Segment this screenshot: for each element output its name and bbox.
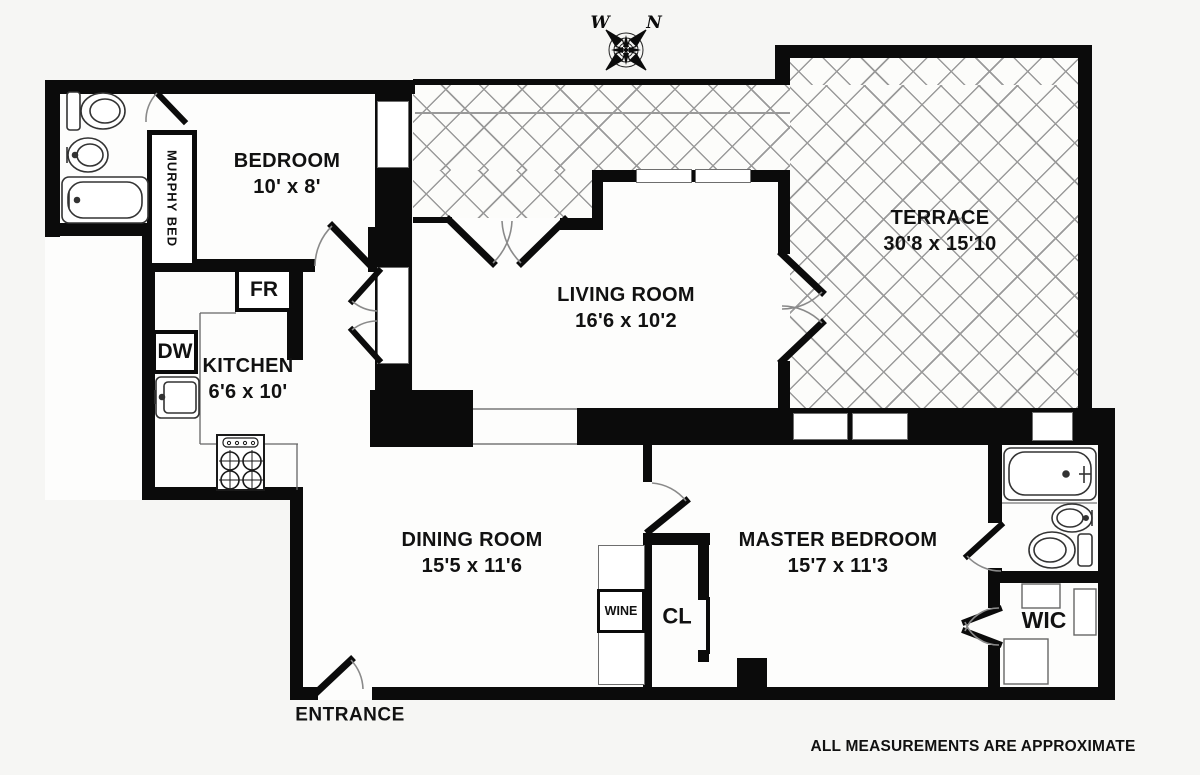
wall: [988, 583, 1000, 608]
wine-label: WINE: [604, 604, 638, 618]
wall: [698, 545, 709, 600]
wall: [988, 443, 1002, 523]
wall: [988, 645, 1000, 690]
toilet-icon: [66, 91, 126, 131]
room-name: TERRACE: [890, 207, 990, 229]
fridge-label: FR: [250, 278, 278, 301]
wall: [775, 45, 1092, 58]
room-dims: 16'6 x 10'2: [575, 310, 677, 332]
murphy-bed-cabinet: MURPHY BED: [147, 130, 197, 268]
wall: [577, 408, 790, 445]
room-label-bedroom: BEDROOM 10' x 8': [234, 148, 341, 200]
window: [695, 169, 751, 183]
entrance-label: ENTRANCE: [295, 704, 405, 726]
wall: [413, 79, 790, 85]
wic-label: WIC: [1021, 607, 1067, 634]
terrace-hatch: [413, 170, 592, 218]
room-dims: 6'6 x 10': [208, 381, 288, 403]
wall: [778, 361, 790, 408]
closet-label: CL: [662, 603, 692, 629]
wall: [988, 571, 1103, 583]
wall: [45, 80, 60, 237]
dishwasher-label: DW: [157, 340, 193, 363]
wall: [290, 687, 318, 700]
room-label-master-bedroom: MASTER BEDROOM 15'7 x 11'3: [739, 527, 938, 579]
window: [1032, 412, 1073, 441]
window: [636, 169, 692, 183]
wall: [775, 45, 790, 85]
room-dims: 15'5 x 11'6: [421, 555, 523, 577]
wine-cooler-box: WINE: [597, 589, 645, 633]
door-leaf: [152, 88, 1006, 696]
room-label-kitchen: KITCHEN 6'6 x 10': [203, 353, 294, 405]
room-dims: 10' x 8': [253, 176, 321, 198]
double-door-opening: [377, 267, 409, 364]
wall: [142, 223, 155, 500]
room-label-living-room: LIVING ROOM 16'6 x 10'2: [557, 282, 695, 334]
room-dims: 15'7 x 11'3: [787, 555, 889, 577]
fridge-box: FR: [235, 268, 293, 312]
room-name: DINING ROOM: [401, 529, 543, 551]
wall: [45, 223, 150, 236]
wall: [413, 217, 452, 223]
window: [852, 413, 908, 440]
closet-sliding-door: [706, 597, 710, 654]
wall: [592, 170, 603, 230]
terrace-hatch: [790, 85, 1078, 430]
room-name: KITCHEN: [202, 355, 294, 377]
terrace-edge-line: [415, 112, 790, 114]
closet-shelf: [1003, 583, 1097, 685]
window: [793, 413, 848, 440]
wall: [290, 487, 303, 700]
stove-icon: [216, 434, 265, 491]
toilet-icon: [1028, 531, 1093, 569]
room-name: MASTER BEDROOM: [738, 529, 938, 551]
terrace-hatch: [413, 85, 790, 170]
opening-line: [473, 408, 577, 410]
wall: [698, 650, 709, 662]
terrace-hatch: [775, 58, 1078, 85]
wall: [370, 390, 473, 447]
room-name: LIVING ROOM: [557, 284, 695, 306]
wall: [1078, 45, 1092, 430]
compass-north-label: N: [645, 13, 663, 33]
room-label-terrace: TERRACE 30'8 x 15'10: [883, 205, 996, 257]
murphy-bed-label: MURPHY BED: [164, 150, 180, 248]
bathtub-icon: [61, 176, 149, 224]
opening-line: [473, 443, 577, 445]
wall: [560, 218, 603, 230]
door-swing-arc: [145, 92, 1002, 690]
wall: [1098, 408, 1115, 700]
sink-icon: [66, 137, 109, 173]
room-name: BEDROOM: [233, 150, 341, 172]
compass-rose: W N: [590, 13, 663, 71]
wall: [45, 80, 415, 94]
wall: [737, 658, 767, 687]
wall: [778, 170, 790, 254]
sink-icon: [1051, 503, 1093, 533]
room-label-dining-room: DINING ROOM 15'5 x 11'6: [401, 527, 542, 579]
wall: [643, 445, 652, 482]
kitchen-sink-icon: [154, 376, 200, 419]
bathtub-icon: [1003, 447, 1097, 501]
window: [377, 101, 409, 168]
wall: [645, 533, 710, 545]
room-dims: 30'8 x 15'10: [883, 233, 997, 255]
dishwasher-box: DW: [152, 330, 198, 374]
wall: [372, 687, 1115, 700]
compass-west-label: W: [590, 13, 611, 33]
wall: [643, 533, 652, 690]
disclaimer-text: ALL MEASUREMENTS ARE APPROXIMATE: [810, 737, 1136, 755]
